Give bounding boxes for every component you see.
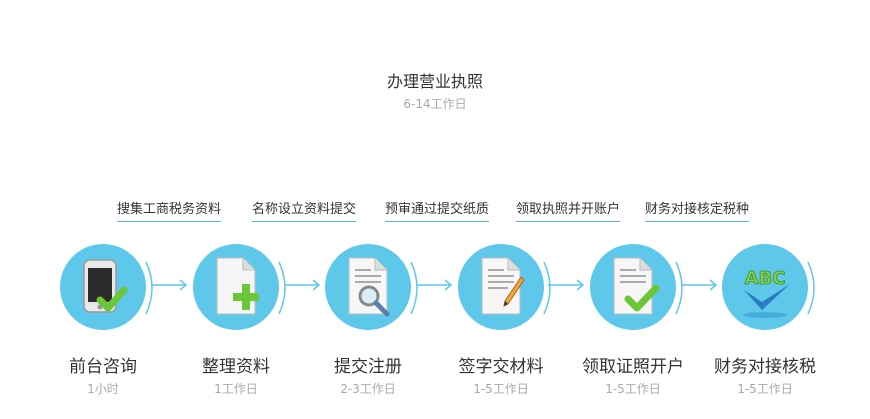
document-sign-icon xyxy=(458,244,544,330)
phone-check-icon xyxy=(60,244,146,330)
step-duration: 2-3工作日 xyxy=(340,382,396,396)
arrow-right-icon xyxy=(284,279,321,291)
phase-label-1: 搜集工商税务资料 xyxy=(117,198,222,222)
arrow-right-icon xyxy=(416,279,453,291)
arc-decoration xyxy=(145,261,153,315)
phase-label-3: 预审通过提交纸质 xyxy=(385,198,490,222)
arc-decoration xyxy=(675,261,683,315)
arc-decoration xyxy=(278,261,286,315)
phase-label-5: 财务对接核定税种 xyxy=(645,198,750,222)
step-name: 提交注册 xyxy=(334,357,402,377)
document-check-icon xyxy=(590,244,676,330)
document-search-icon xyxy=(325,244,411,330)
arc-decoration xyxy=(543,261,551,315)
page-subtitle: 6-14工作日 xyxy=(403,97,467,111)
document-add-icon xyxy=(193,244,279,330)
step-duration: 1-5工作日 xyxy=(605,382,661,396)
step-duration: 1-5工作日 xyxy=(737,382,793,396)
step-name: 签字交材料 xyxy=(458,357,544,377)
arrow-right-icon xyxy=(681,279,718,291)
arrow-right-icon xyxy=(151,279,188,291)
step-name: 财务对接核税 xyxy=(714,357,816,377)
step-duration: 1小时 xyxy=(87,382,119,396)
step-name: 整理资料 xyxy=(202,357,270,377)
phase-label-2: 名称设立资料提交 xyxy=(252,198,357,222)
phase-label-4: 领取执照并开账户 xyxy=(516,198,621,222)
page-title: 办理营业执照 xyxy=(386,72,483,91)
step-duration: 1-5工作日 xyxy=(473,382,529,396)
arrow-right-icon xyxy=(548,279,585,291)
step-duration: 1工作日 xyxy=(214,382,258,396)
arc-decoration xyxy=(410,261,418,315)
svg-text:ABC: ABC xyxy=(745,268,786,289)
arc-decoration xyxy=(807,261,815,315)
step-name: 前台咨询 xyxy=(69,357,137,377)
abc-check-icon: ABC xyxy=(722,244,808,330)
step-name: 领取证照开户 xyxy=(582,357,684,377)
